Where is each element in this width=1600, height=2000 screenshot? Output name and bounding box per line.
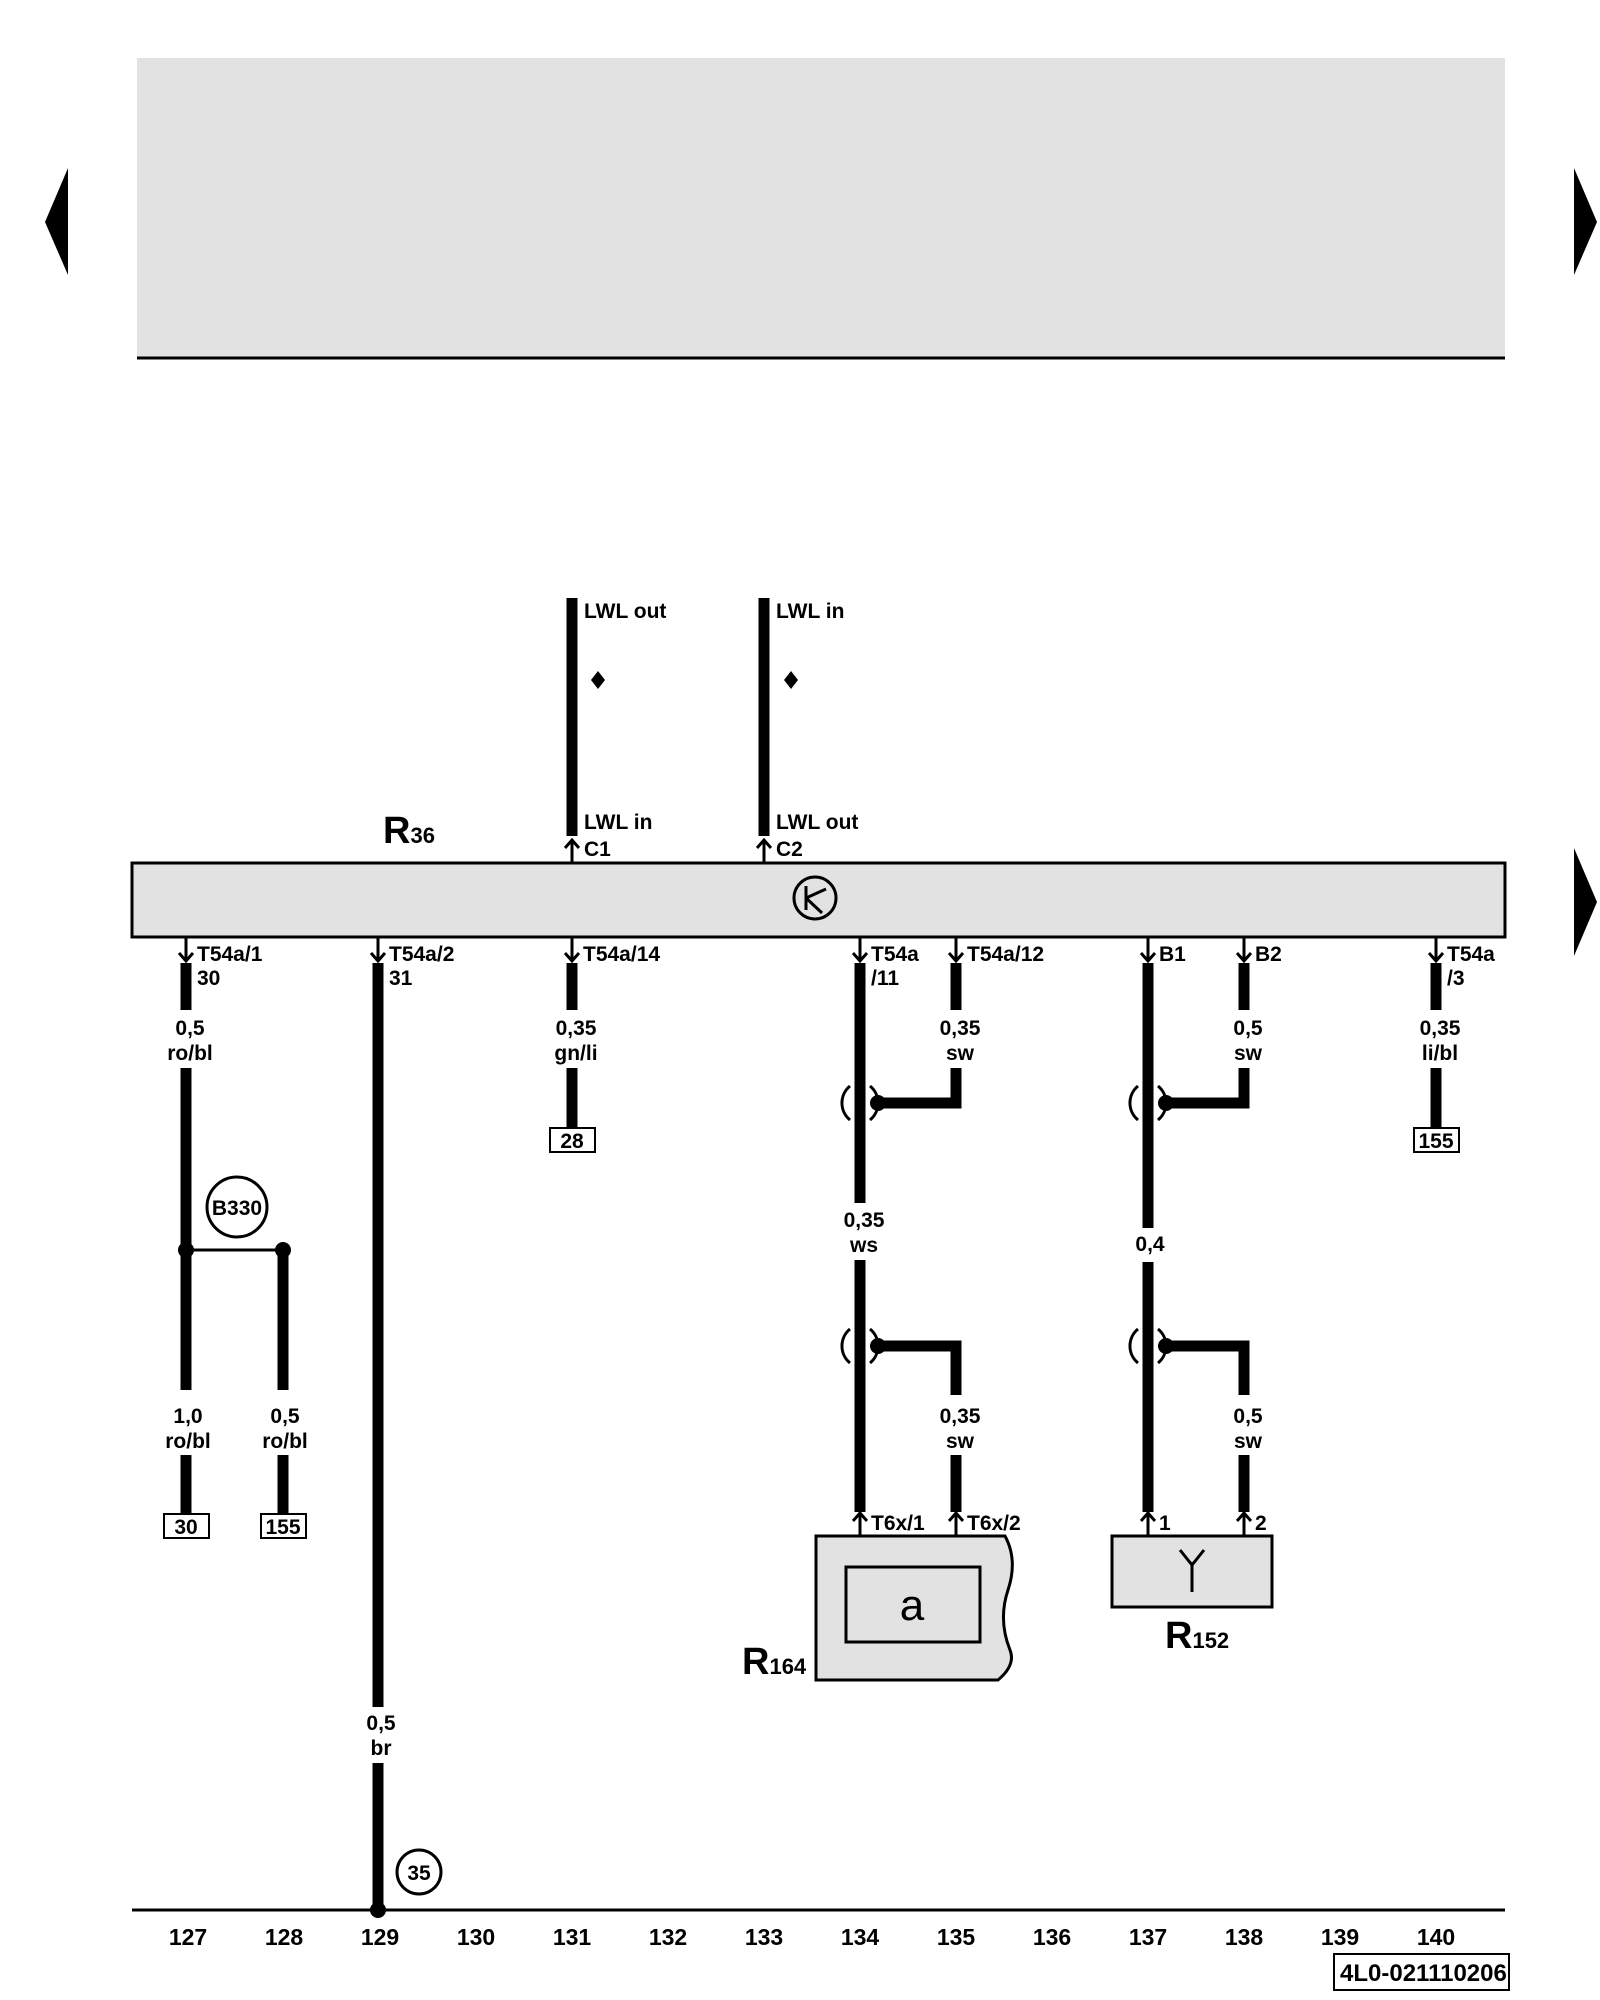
column-number: 130 <box>457 1924 495 1950</box>
shield-symbol-icon <box>1128 1327 1168 1365</box>
pin-t54a-3-label: T54a/3 <box>1447 943 1495 990</box>
r164-symbol-label: a <box>900 1581 925 1630</box>
pin-t6x-1-label: T6x/1 <box>871 1512 925 1535</box>
connector-arrow-icon <box>947 938 965 964</box>
pin-b1-label: B1 <box>1159 943 1186 966</box>
column-number-row: 127 128 129 130 131 132 133 134 135 136 137 138 139 1… <box>169 1924 1455 1950</box>
connector-arrow-icon <box>563 938 581 964</box>
column-number: 129 <box>361 1924 399 1950</box>
pin-c2-label: C2 <box>776 838 803 861</box>
splice-b330-marker <box>205 1175 269 1239</box>
ref-box-155[interactable] <box>260 1513 307 1539</box>
fibre-marker-icon <box>784 671 798 689</box>
header-band <box>137 58 1505 358</box>
splice-node <box>178 1242 194 1258</box>
connector-arrow-icon <box>563 837 581 864</box>
splice-b330-label: B330 <box>212 1197 262 1220</box>
wire-shield-r164 <box>878 1340 962 1395</box>
fibre-marker-icon <box>591 671 605 689</box>
connector-arrow-icon <box>1235 938 1253 964</box>
wire-size-label: 0,4 <box>1135 1233 1165 1256</box>
ref-box-30[interactable] <box>163 1513 210 1539</box>
ground-symbol-icon <box>792 875 838 921</box>
next-page-arrow-icon[interactable] <box>1574 168 1597 275</box>
r164-display-window <box>844 1565 982 1644</box>
column-number: 137 <box>1129 1924 1167 1950</box>
column-number: 134 <box>841 1924 880 1950</box>
pin-c1-label: C1 <box>584 838 611 861</box>
connector-arrow-icon <box>177 938 195 964</box>
column-number: 136 <box>1033 1924 1071 1950</box>
column-number: 135 <box>937 1924 976 1950</box>
ref-box-155[interactable] <box>1413 1127 1460 1153</box>
column-number: 140 <box>1417 1924 1455 1950</box>
shield-symbol-icon <box>840 1084 880 1122</box>
column-number: 139 <box>1321 1924 1359 1950</box>
wire-shield-t54a-12 <box>878 1068 962 1109</box>
column-number: 131 <box>553 1924 592 1950</box>
document-id-label: 4L0-021110206 <box>1340 1960 1507 1987</box>
ground-point-35-marker <box>395 1848 443 1896</box>
wire-shield-b2 <box>1166 1068 1250 1109</box>
pin-t54a-14-label: T54a/14 <box>583 943 660 966</box>
lwl-c2-bottom-label: LWL out <box>776 811 858 834</box>
column-number: 128 <box>265 1924 304 1950</box>
component-r152-label: R152 <box>1165 1615 1229 1657</box>
connector-arrow-icon <box>369 938 387 964</box>
ground-point-35-label: 35 <box>407 1862 431 1885</box>
document-id-box <box>1333 1953 1510 1991</box>
column-number: 132 <box>649 1924 687 1950</box>
component-r36-box <box>130 861 1507 939</box>
pin-t54a-11-label: T54a/11 <box>871 943 919 990</box>
ref-30-label: 30 <box>174 1516 197 1539</box>
pin-r152-2-label: 2 <box>1255 1512 1267 1535</box>
ref-box-28[interactable] <box>549 1127 596 1153</box>
connector-arrow-icon <box>851 1510 869 1536</box>
connector-arrow-icon <box>755 837 773 864</box>
pin-b2-label: B2 <box>1255 943 1282 966</box>
pin-t6x-2-label: T6x/2 <box>967 1512 1021 1535</box>
ref-28-label: 28 <box>560 1130 584 1153</box>
antenna-icon <box>1178 1549 1206 1592</box>
connector-arrow-icon <box>1139 938 1157 964</box>
connector-arrow-icon <box>1235 1510 1253 1536</box>
connector-arrow-icon <box>1139 1510 1157 1536</box>
pin-r152-1-label: 1 <box>1159 1512 1171 1535</box>
component-r36-label: R36 <box>383 810 435 852</box>
component-r164-label: R164 <box>742 1641 807 1683</box>
lwl-c1-top-label: LWL out <box>584 600 666 623</box>
pin-t54a-12-label: T54a/12 <box>967 943 1044 966</box>
connector-arrow-icon <box>1427 938 1445 964</box>
ref-155-label: 155 <box>1418 1130 1453 1153</box>
continue-right-arrow-icon[interactable] <box>1574 848 1597 956</box>
connector-arrow-icon <box>947 1510 965 1536</box>
connector-arrow-icon <box>851 938 869 964</box>
prev-page-arrow-icon[interactable] <box>45 168 68 275</box>
wire-shield-r152 <box>1166 1340 1250 1395</box>
ref-155-label: 155 <box>265 1516 300 1539</box>
lwl-c1-bottom-label: LWL in <box>584 811 652 834</box>
column-number: 127 <box>169 1924 207 1950</box>
column-number: 138 <box>1225 1924 1264 1950</box>
shield-symbol-icon <box>840 1327 880 1365</box>
shield-symbol-icon <box>1128 1084 1168 1122</box>
column-number: 133 <box>745 1924 783 1950</box>
lwl-c2-top-label: LWL in <box>776 600 844 623</box>
